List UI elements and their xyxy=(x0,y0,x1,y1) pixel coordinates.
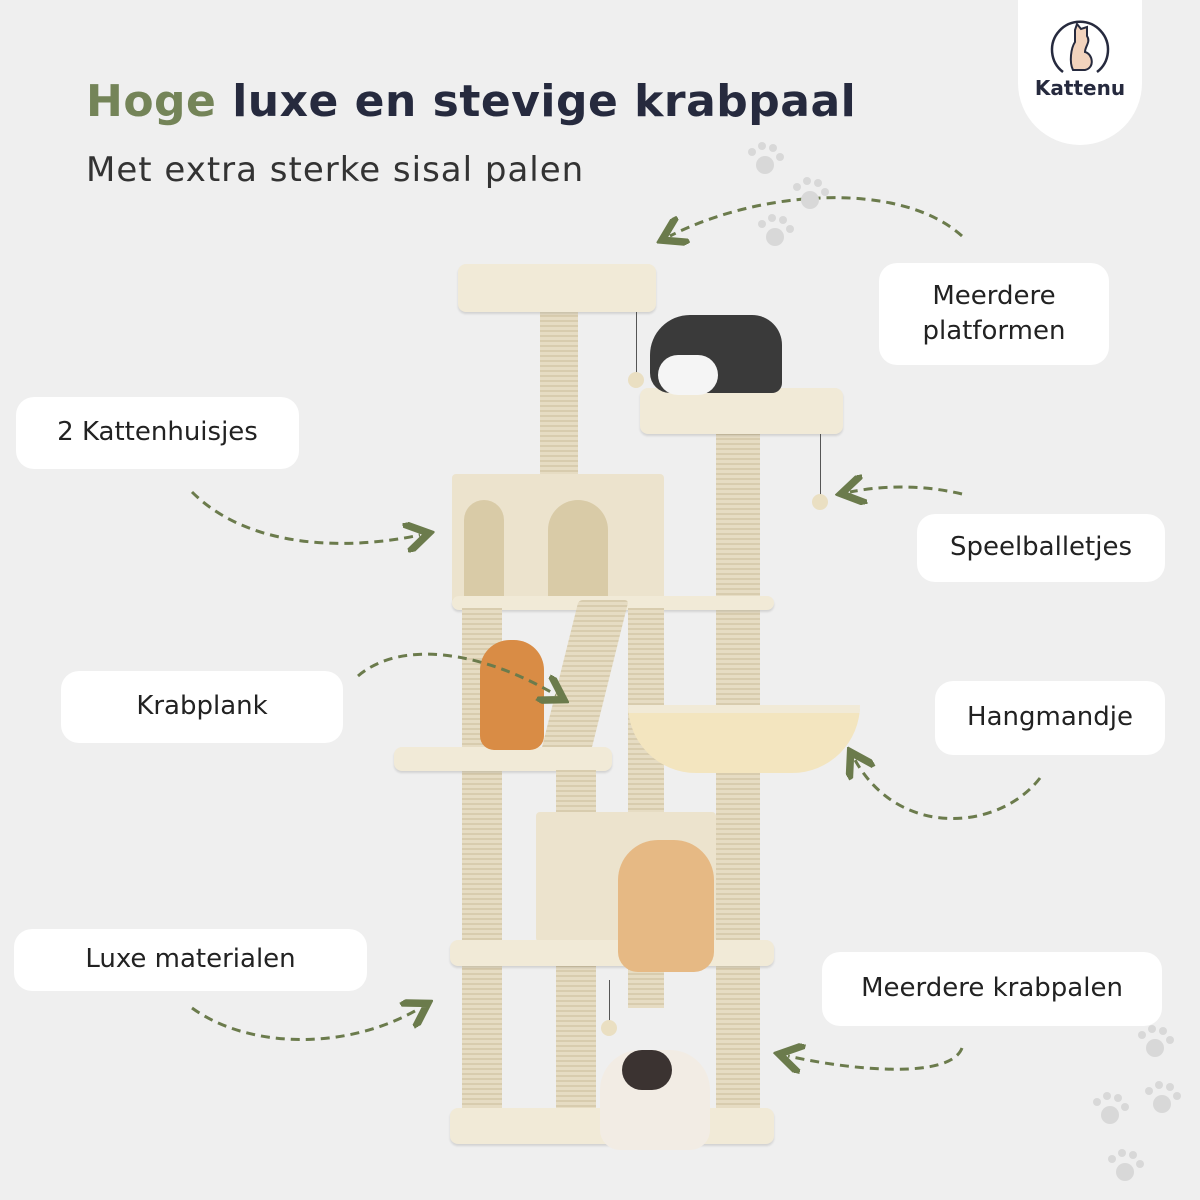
brand-logo: Kattenu xyxy=(1018,0,1142,145)
cat-orange-kitten xyxy=(480,640,544,750)
paw-prints-icon xyxy=(748,142,1181,1181)
arrow-platforms xyxy=(670,196,964,236)
callout-balls: Speelballetjes xyxy=(917,514,1165,582)
cat-tabby xyxy=(650,315,782,395)
brand-name: Kattenu xyxy=(1034,76,1126,100)
page-title: Hoge luxe en stevige krabpaal xyxy=(86,76,856,127)
cat-cream xyxy=(618,840,714,972)
page-subtitle: Met extra sterke sisal palen xyxy=(86,150,585,190)
arrow-balls xyxy=(850,487,963,494)
sitting-cat-icon xyxy=(1050,20,1110,73)
callout-hammock: Hangmandje xyxy=(935,681,1165,755)
callout-scratch-board: Krabplank xyxy=(61,671,343,743)
callout-platforms: Meerdere platformen xyxy=(879,263,1109,365)
arrow-houses xyxy=(190,490,420,543)
arrow-posts xyxy=(788,1048,964,1069)
title-rest: luxe en stevige krabpaal xyxy=(216,76,857,127)
callout-materials: Luxe materialen xyxy=(14,929,367,991)
arrow-hammock xyxy=(855,760,1042,821)
arrow-materials xyxy=(191,1008,420,1041)
cat-siamese xyxy=(600,1050,710,1150)
callout-posts: Meerdere krabpalen xyxy=(822,952,1162,1026)
arrow-scratch-board xyxy=(357,652,556,695)
callout-houses: 2 Kattenhuisjes xyxy=(16,397,299,469)
title-accent: Hoge xyxy=(86,76,217,127)
